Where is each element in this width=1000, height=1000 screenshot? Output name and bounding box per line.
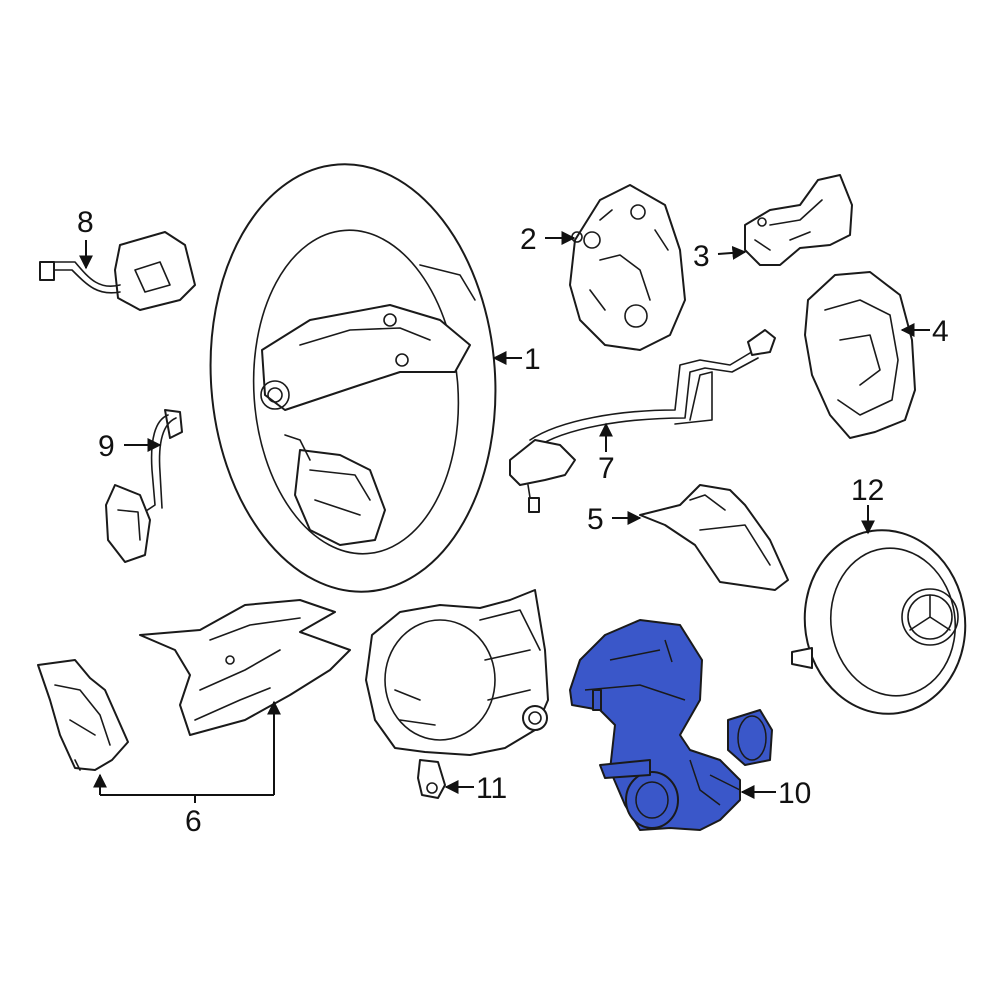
callout-1: 1 bbox=[524, 343, 541, 376]
part-4-control-module[interactable] bbox=[804, 271, 916, 439]
part-8-switch-with-cable[interactable] bbox=[39, 231, 196, 311]
callout-9: 9 bbox=[98, 430, 115, 463]
callout-12: 12 bbox=[851, 474, 884, 507]
part-12-airbag[interactable] bbox=[791, 520, 977, 724]
callout-11: 11 bbox=[476, 772, 507, 805]
part-6-left-trim-cover[interactable] bbox=[37, 659, 129, 771]
callout-5: 5 bbox=[587, 503, 604, 536]
callout-labels: 1 2 3 4 5 6 7 8 9 10 11 12 bbox=[77, 206, 949, 838]
callout-7: 7 bbox=[598, 452, 615, 485]
callout-8: 8 bbox=[77, 206, 94, 239]
part-6-right-trim-cover[interactable] bbox=[139, 599, 351, 736]
callout-10: 10 bbox=[778, 777, 811, 810]
part-1-steering-wheel[interactable] bbox=[196, 155, 509, 602]
callout-6: 6 bbox=[185, 805, 202, 838]
part-7-wiring-harness[interactable] bbox=[509, 329, 776, 513]
part-10-column-switch-assembly[interactable] bbox=[569, 619, 773, 831]
callout-3: 3 bbox=[693, 240, 710, 273]
part-2-mounting-plate[interactable] bbox=[569, 184, 686, 351]
part-9-switch-with-cable[interactable] bbox=[105, 409, 183, 563]
part-5-lower-cover[interactable] bbox=[639, 484, 789, 591]
part-11-column-module[interactable] bbox=[365, 589, 549, 799]
callout-4: 4 bbox=[932, 315, 949, 348]
leader-lines bbox=[79, 231, 930, 803]
callout-2: 2 bbox=[520, 223, 537, 256]
part-3-switch-bracket[interactable] bbox=[744, 174, 853, 266]
